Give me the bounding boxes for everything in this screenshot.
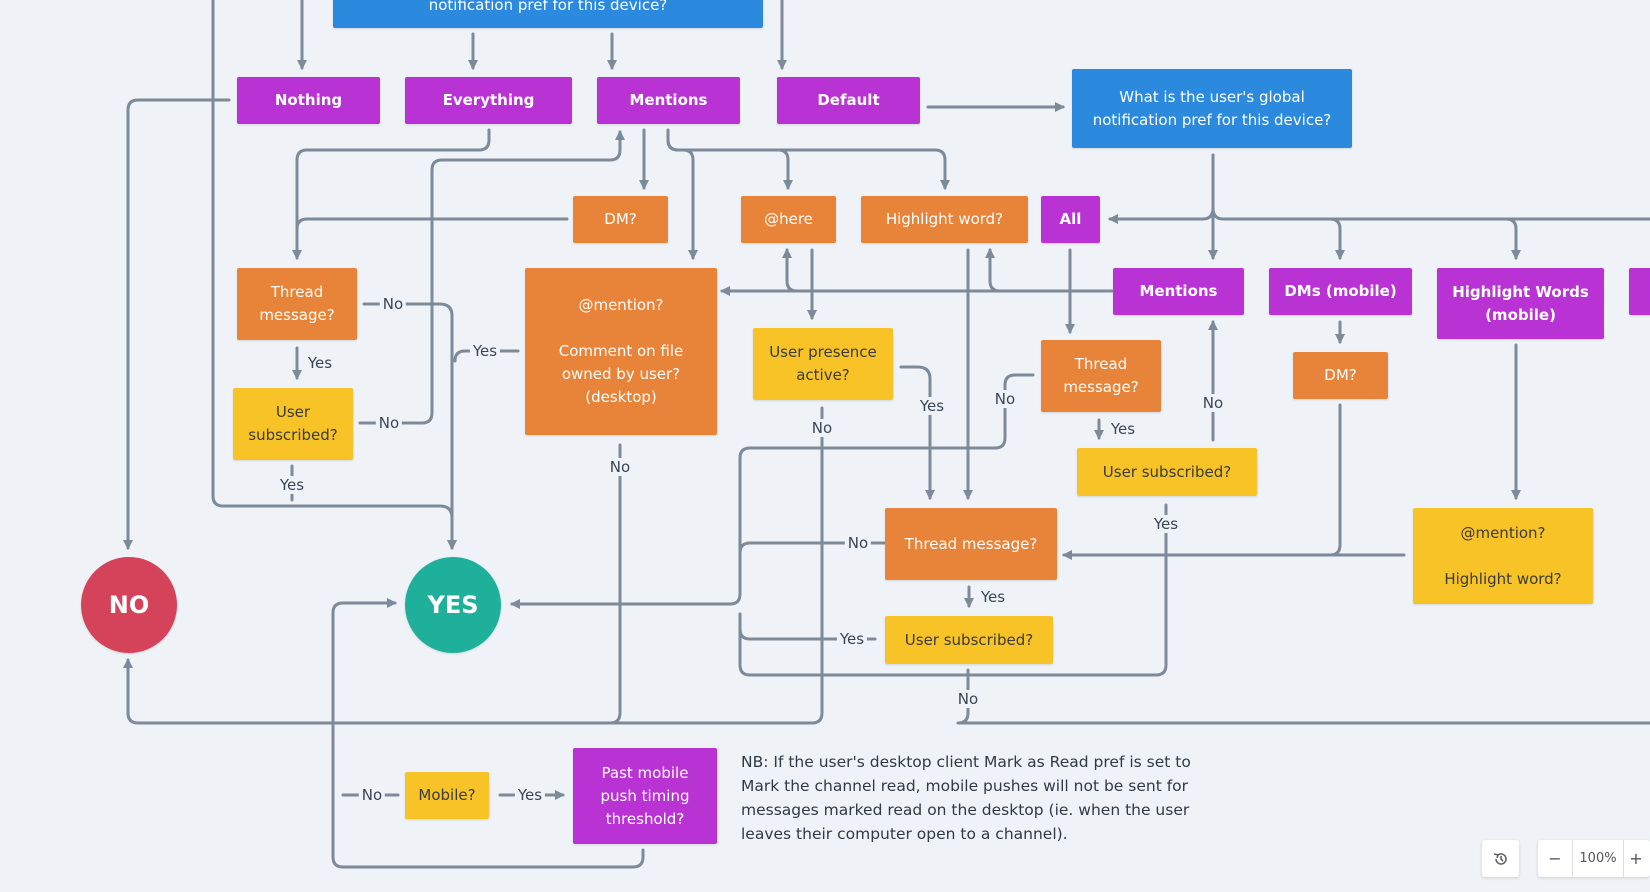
edge-label-no: No bbox=[954, 690, 982, 708]
edge-label-yes: Yes bbox=[469, 342, 501, 360]
dms-mobile-node[interactable]: DMs (mobile) bbox=[1269, 268, 1412, 315]
user-subscribed-node-3[interactable]: User subscribed? bbox=[885, 616, 1053, 664]
zoom-out-button[interactable]: − bbox=[1548, 849, 1562, 868]
presence-node[interactable]: User presence active? bbox=[753, 328, 893, 400]
thread-message-node-3[interactable]: Thread message? bbox=[885, 508, 1057, 580]
default-node[interactable]: Default bbox=[777, 77, 920, 124]
offscreen-node[interactable] bbox=[1629, 268, 1650, 315]
edge-label-no: No bbox=[808, 419, 836, 437]
dm-node-1[interactable]: DM? bbox=[573, 196, 668, 243]
mentions-top-node[interactable]: Mentions bbox=[597, 77, 740, 124]
mentions-global-node[interactable]: Mentions bbox=[1113, 268, 1244, 315]
global-pref-node[interactable]: What is the user's global notification p… bbox=[1072, 69, 1352, 148]
edge-label-yes: Yes bbox=[1107, 420, 1139, 438]
highlight-words-mobile-node[interactable]: Highlight Words (mobile) bbox=[1437, 268, 1604, 339]
past-mobile-node[interactable]: Past mobile push timing threshold? bbox=[573, 748, 717, 844]
mention-comment-node[interactable]: @mention? Comment on file owned by user?… bbox=[525, 268, 717, 435]
edge-label-no: No bbox=[358, 786, 386, 804]
everything-node[interactable]: Everything bbox=[405, 77, 572, 124]
edge-label-yes: Yes bbox=[1150, 515, 1182, 533]
edge-label-yes: Yes bbox=[276, 476, 308, 494]
history-button[interactable] bbox=[1482, 840, 1519, 877]
here-node[interactable]: @here bbox=[741, 196, 836, 243]
edge-label-yes: Yes bbox=[304, 354, 336, 372]
dm-node-2[interactable]: DM? bbox=[1293, 352, 1388, 399]
zoom-controls: − 100% + bbox=[1538, 840, 1650, 877]
highlight-word-node[interactable]: Highlight word? bbox=[861, 196, 1028, 243]
edge-label-yes: Yes bbox=[836, 630, 868, 648]
mention-highlight-node[interactable]: @mention? Highlight word? bbox=[1413, 508, 1593, 604]
all-node[interactable]: All bbox=[1041, 196, 1100, 243]
zoom-in-button[interactable]: + bbox=[1629, 849, 1643, 868]
edge-label-no: No bbox=[1199, 394, 1227, 412]
history-icon bbox=[1493, 852, 1507, 865]
user-subscribed-node-2[interactable]: User subscribed? bbox=[1077, 448, 1257, 496]
yes-terminal[interactable]: YES bbox=[405, 557, 501, 653]
edge-label-no: No bbox=[375, 414, 403, 432]
thread-message-node-1[interactable]: Thread message? bbox=[237, 268, 357, 340]
edge-label-yes: Yes bbox=[977, 588, 1009, 606]
zoom-level: 100% bbox=[1572, 840, 1624, 877]
mobile-node[interactable]: Mobile? bbox=[405, 772, 489, 819]
edge-label-yes: Yes bbox=[916, 397, 948, 415]
edge-label-yes: Yes bbox=[514, 786, 546, 804]
no-terminal[interactable]: NO bbox=[81, 557, 177, 653]
note-text: NB: If the user's desktop client Mark as… bbox=[741, 753, 1191, 843]
user-subscribed-node-1[interactable]: User subscribed? bbox=[233, 388, 353, 460]
device-pref-node[interactable]: notification pref for this device? bbox=[333, 0, 763, 28]
edge-label-no: No bbox=[991, 390, 1019, 408]
edge-label-no: No bbox=[606, 458, 634, 476]
edge-label-no: No bbox=[379, 295, 407, 313]
edge-label-no: No bbox=[844, 534, 872, 552]
nothing-node[interactable]: Nothing bbox=[237, 77, 380, 124]
thread-message-node-2[interactable]: Thread message? bbox=[1041, 340, 1161, 412]
